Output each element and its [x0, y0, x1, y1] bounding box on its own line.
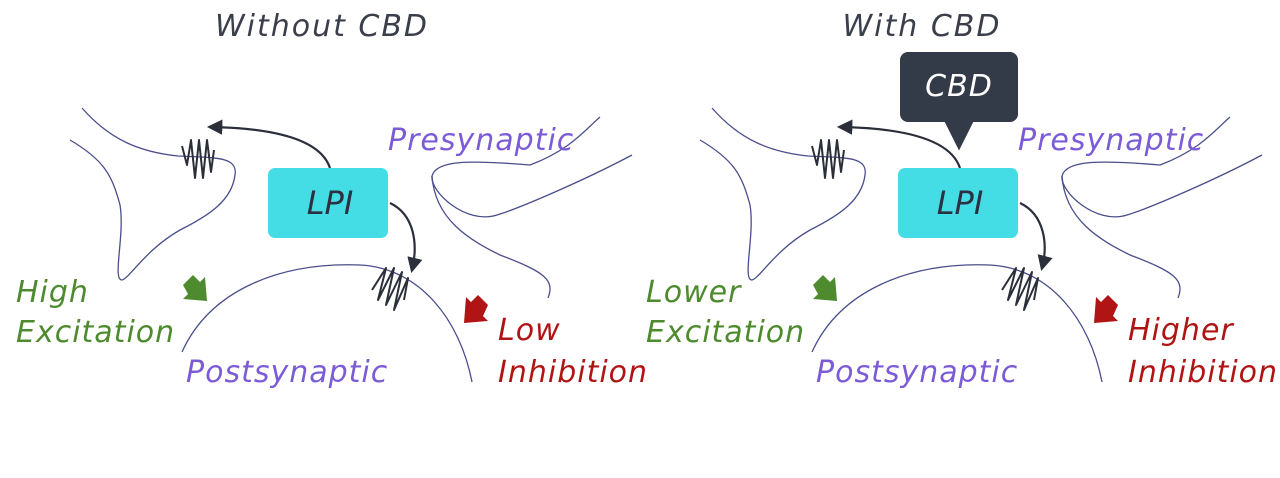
inhibition-level-label: Low	[498, 313, 561, 348]
excitation-level-label: High	[16, 275, 89, 310]
lpi-box	[268, 168, 388, 238]
postsynaptic-label: Postsynaptic	[816, 355, 1018, 390]
receptor-coil-inhibitory	[1001, 267, 1039, 311]
cbd-label: CBD	[925, 69, 993, 104]
lpi-label: LPI	[307, 184, 354, 222]
cbd-box	[900, 52, 1018, 122]
excitation-label: Excitation	[646, 315, 805, 350]
panel-with-cbd: With CBD CBD LPI Presynaptic Postsynapti…	[646, 9, 1278, 390]
inhibitory-presynaptic-membrane-lower	[1061, 175, 1181, 299]
receptor-coil-excitatory	[181, 139, 215, 179]
excitation-arrow-icon	[183, 275, 207, 301]
lpi-to-excitatory-arrow	[836, 119, 962, 169]
inhibition-arrow-icon	[464, 295, 488, 323]
inhibition-arrow-icon	[1094, 295, 1118, 323]
lpi-box	[898, 168, 1018, 238]
postsynaptic-label: Postsynaptic	[186, 355, 388, 390]
excitatory-presynaptic-membrane	[699, 107, 866, 281]
panel-title: With CBD	[843, 9, 1002, 44]
inhibition-label: Inhibition	[498, 355, 648, 390]
lpi-label: LPI	[937, 184, 984, 222]
lpi-to-inhibitory-arrow	[1019, 202, 1053, 271]
postsynaptic-membrane	[181, 264, 473, 383]
panel-without-cbd: Without CBD LPI Presynaptic Postsynaptic…	[16, 9, 648, 390]
lpi-to-inhibitory-arrow	[389, 202, 423, 273]
inhibition-label: Inhibition	[1128, 355, 1278, 390]
postsynaptic-membrane	[811, 264, 1103, 383]
presynaptic-label: Presynaptic	[1018, 123, 1204, 158]
excitation-label: Excitation	[16, 315, 175, 350]
excitatory-presynaptic-membrane	[69, 107, 236, 281]
presynaptic-label: Presynaptic	[388, 123, 574, 158]
excitation-arrow-icon	[813, 275, 837, 301]
panel-title: Without CBD	[215, 9, 429, 44]
lpi-to-excitatory-arrow	[206, 119, 332, 169]
inhibition-level-label: Higher	[1128, 313, 1234, 348]
inhibitory-presynaptic-membrane-lower	[431, 175, 551, 299]
excitation-level-label: Lower	[646, 275, 742, 310]
receptor-coil-excitatory	[811, 139, 845, 179]
receptor-coil-inhibitory	[371, 267, 409, 311]
